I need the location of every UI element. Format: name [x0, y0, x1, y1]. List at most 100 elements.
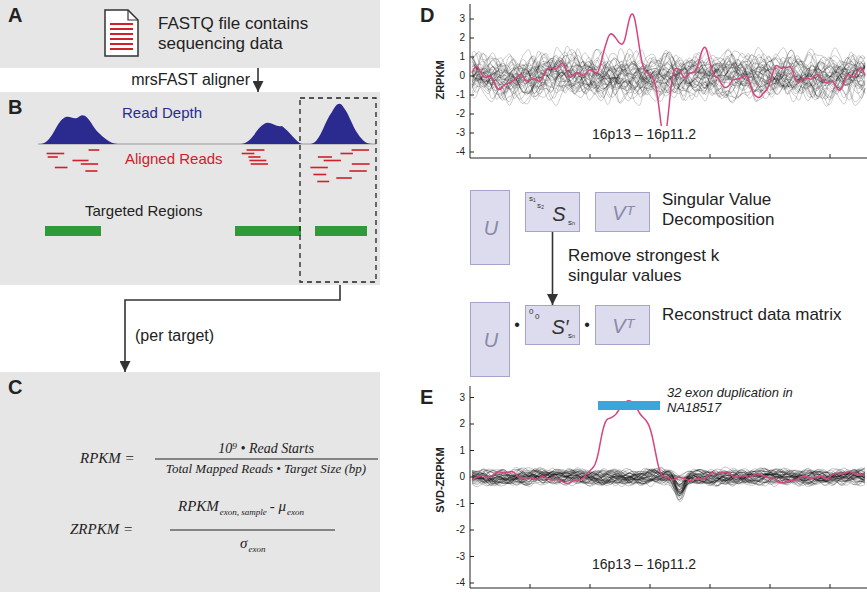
panel-text: FASTQ file contains sequencing data: [158, 14, 368, 53]
tick-label: 3: [459, 392, 465, 404]
step-label: Reconstruct data matrix: [662, 305, 862, 325]
matrix-box: Ss₁s₂ sₙ: [525, 192, 580, 232]
sample-trace: [472, 60, 865, 91]
aligned-read: [352, 149, 369, 151]
sample-trace: [472, 46, 865, 105]
tick-label: -2: [456, 108, 465, 120]
sample-trace: [472, 467, 865, 500]
formula-subscript: exon: [248, 544, 265, 554]
formula-subscript: exon, sample: [220, 507, 267, 517]
matrix-name: S′: [551, 316, 568, 339]
tick-label: 2: [459, 32, 465, 44]
aligned-read: [318, 156, 332, 158]
formula-subscript: exon: [287, 507, 304, 517]
matrix-box: Vᵀ: [595, 192, 650, 232]
panel-letter: C: [8, 376, 22, 399]
sample-trace: [472, 467, 865, 495]
edge-label: mrsFAST aligner: [131, 71, 250, 89]
panel-a: A FASTQ file contains sequencing data: [0, 0, 380, 68]
aligned-read: [55, 167, 68, 169]
tick-label: 1: [459, 445, 465, 457]
aligned-read: [251, 163, 268, 165]
aligned-read: [85, 170, 97, 172]
duplication-bar: [598, 401, 660, 410]
flow-arrow: [552, 232, 554, 305]
multiply-dot: •: [514, 316, 520, 334]
aligned-read: [47, 153, 65, 155]
aligned-read: [352, 163, 370, 165]
matrix-box: U: [470, 190, 510, 265]
aligned-read: [310, 167, 327, 169]
illustration-label: Read Depth: [122, 104, 202, 121]
matrix-name: U: [484, 217, 498, 240]
matrix-box: S′00sₙ: [525, 305, 580, 345]
sample-trace: [472, 468, 865, 494]
region-label: 16p13 – 16p11.2: [590, 556, 698, 572]
matrix-name: U: [484, 329, 498, 352]
tick-label: -4: [456, 146, 465, 158]
formula-term: RPKM: [178, 498, 219, 515]
sample-trace: [472, 468, 865, 502]
multiply-dot: •: [584, 316, 590, 334]
tick-label: 2: [459, 418, 465, 430]
matrix-name: Vᵀ: [612, 315, 633, 338]
aligned-read: [247, 149, 265, 151]
sample-trace: [472, 468, 865, 499]
dashed-target-box: [300, 98, 376, 282]
aligned-read: [242, 153, 255, 155]
tick-label: 0: [459, 70, 465, 82]
annotation: 32 exon duplication in NA18517: [665, 386, 809, 416]
aligned-read: [248, 156, 260, 158]
sample-trace: [472, 470, 865, 496]
flow-arrow: [125, 285, 340, 372]
aligned-read: [336, 177, 352, 179]
matrix-name: Vᵀ: [612, 202, 633, 225]
aligned-read: [72, 160, 88, 162]
panel-letter: B: [8, 96, 22, 119]
matrix-name: S: [552, 203, 565, 226]
tick-label: 1: [459, 51, 465, 63]
tick-label: -1: [456, 498, 465, 510]
aligned-read: [81, 163, 98, 165]
axis-title: ZRPKM: [434, 60, 447, 99]
tick-label: 3: [459, 13, 465, 25]
axis-title: SVD-ZRPKM: [434, 447, 447, 512]
edge-label: Remove strongest k singular values: [568, 246, 768, 285]
matrix-box: U: [470, 302, 510, 377]
aligned-read: [48, 156, 58, 158]
formula-term: 10⁹ • Read Starts: [218, 441, 314, 457]
matrix-box: Vᵀ: [595, 305, 650, 345]
formula-term: - μ: [270, 498, 286, 515]
formula-term: RPKM =: [80, 450, 135, 467]
sample-trace: [472, 49, 865, 102]
highlight-trace: [472, 14, 865, 138]
sample-trace: [472, 468, 865, 495]
tick-label: -3: [456, 127, 465, 139]
aligned-read: [349, 170, 366, 172]
tick-label: -1: [456, 89, 465, 101]
aligned-read: [89, 149, 100, 151]
tick-label: -2: [456, 524, 465, 536]
illustration-label: Aligned Reads: [125, 150, 223, 167]
panel-c: C: [0, 372, 380, 592]
matrix-entry: 0: [535, 312, 539, 321]
matrix-entry: s₂: [537, 201, 544, 210]
matrix-entry: sₙ: [568, 218, 575, 227]
formula-term: σ: [240, 535, 247, 552]
aligned-read: [324, 160, 341, 162]
tick-label: -4: [456, 577, 465, 589]
panel-letter: A: [8, 4, 22, 27]
region-label: 16p13 – 16p11.2: [590, 126, 698, 142]
panel-letter: D: [420, 4, 434, 27]
matrix-entry: s₁: [529, 194, 536, 203]
tick-label: 0: [459, 471, 465, 483]
aligned-read: [249, 160, 266, 162]
sample-trace: [472, 58, 865, 95]
aligned-read: [340, 153, 352, 155]
aligned-read: [317, 181, 329, 183]
fraction-bars: [0, 372, 380, 592]
plot-axes: [470, 4, 867, 588]
tick-label: -3: [456, 551, 465, 563]
flow-arrow: [257, 68, 259, 92]
